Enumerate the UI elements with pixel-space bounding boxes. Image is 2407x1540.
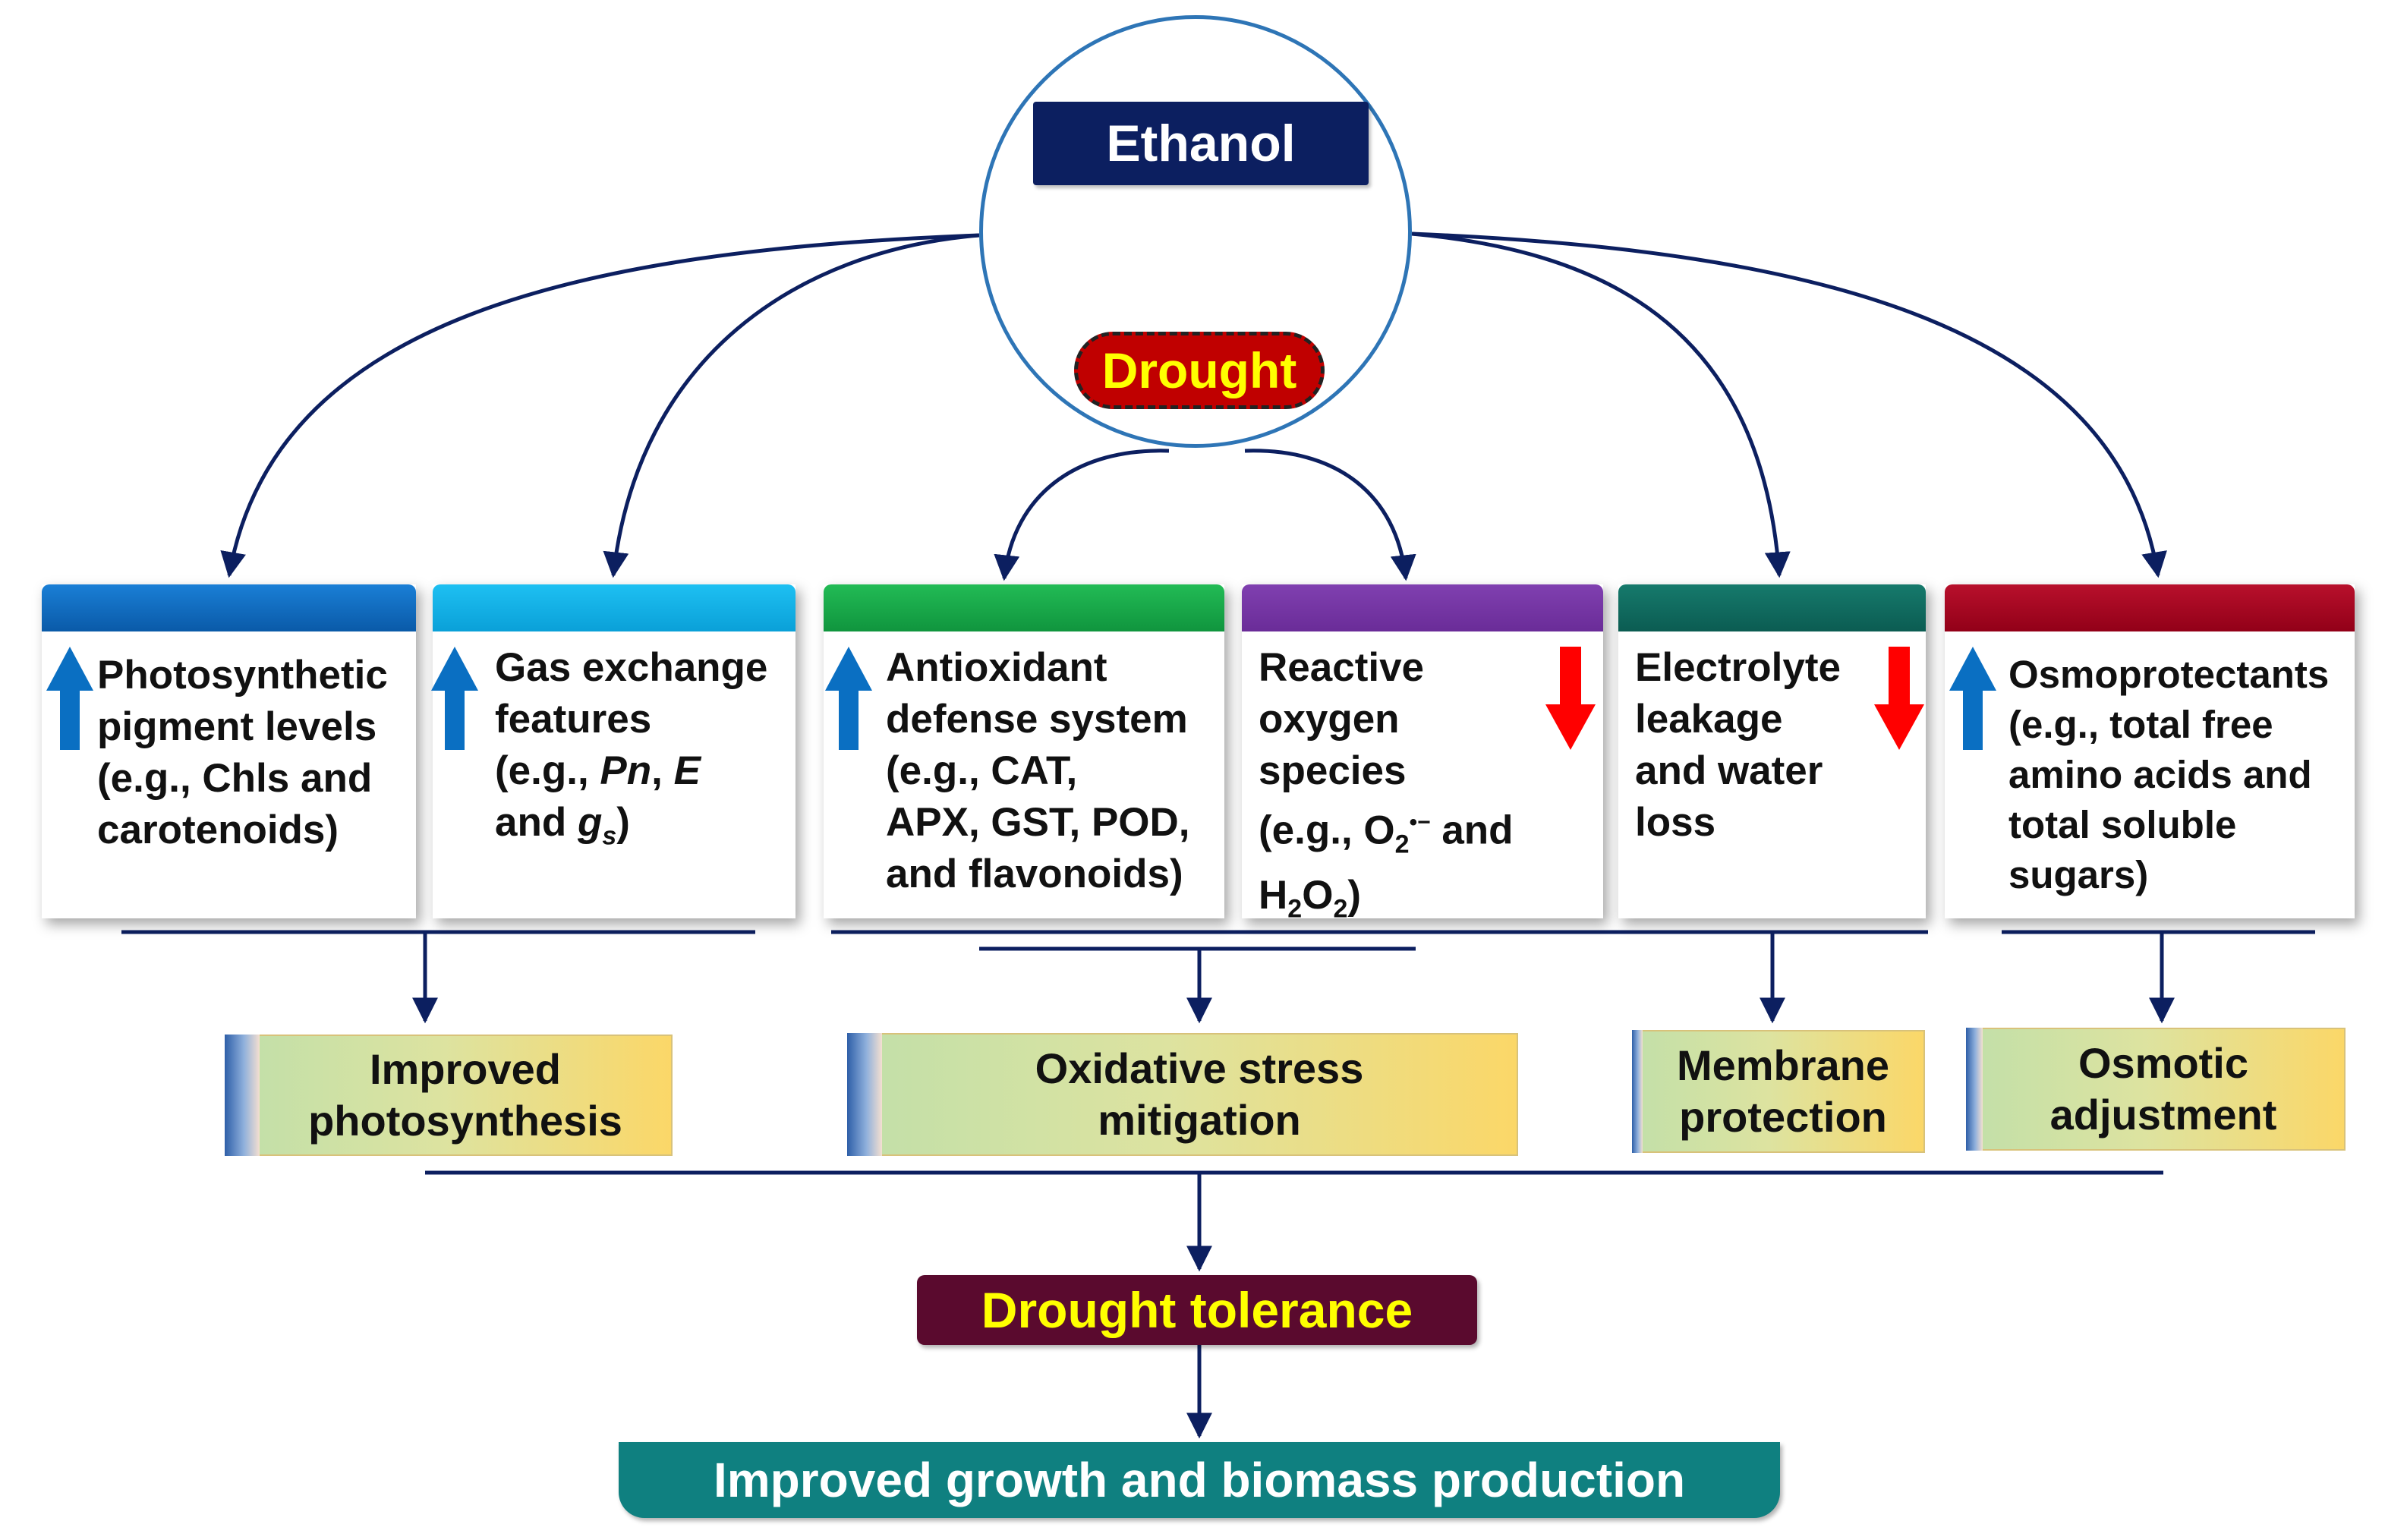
ros-subscript-2: 2 [1394,830,1410,859]
ros-subscript-2c: 2 [1333,894,1348,924]
card-gas-exchange: Gas exchange features (e.g., Pn, E and g… [431,584,796,918]
ros-subscript-2b: 2 [1287,894,1303,924]
card-ros: Reactive oxygen species (e.g., O2•− and … [1242,584,1603,924]
curve-to-pigments [220,233,980,578]
effect-edge [1632,1030,1643,1153]
card-header-bar [1618,584,1926,631]
increase-arrow-icon [431,647,478,750]
gas-close: ) [616,800,630,845]
curve-to-osmoprotectants [1411,231,2167,578]
ros-eg-prefix: (e.g., O [1259,808,1395,853]
growth-biomass-box: Improved growth and biomass production [619,1442,1780,1518]
ethanol-box: Ethanol [1033,102,1369,185]
effect-edge [1966,1028,1983,1151]
pn-symbol: Pn [600,748,652,793]
decrease-arrow-icon [1874,647,1924,750]
gas-and: and [495,800,578,845]
card-text: Gas exchange features (e.g., Pn, E and g… [495,645,768,851]
gs-symbol: gs [577,800,617,851]
decrease-arrow-icon [1545,647,1596,750]
curve-to-electrolyte [1411,231,1791,578]
effect-edge [847,1033,882,1156]
ros-and: and [1430,808,1514,853]
card-header-bar [1242,584,1603,631]
e-symbol: E [673,748,701,793]
curve-to-gas-exchange [603,233,980,578]
ros-close: ) [1347,873,1362,918]
gas-eg-prefix: (e.g., [495,748,600,793]
drought-badge: Drought [1074,332,1325,409]
curve-to-ros [1244,449,1416,581]
drought-tolerance-box: Drought tolerance [917,1275,1477,1345]
card-header-bar [1945,584,2355,631]
card-header-bar [824,584,1224,631]
ros-o: O [1302,873,1334,918]
increase-arrow-icon [825,647,872,750]
card-header-bar [42,584,416,631]
card-text: Reactive oxygen species (e.g., O2•− and … [1259,645,1514,924]
ros-h: H [1259,873,1288,918]
effect-edge [225,1035,260,1156]
increase-arrow-icon [1949,647,1996,750]
card-header-bar [433,584,796,631]
curve-to-antioxidant [994,449,1170,581]
ros-superscript: •− [1409,810,1431,835]
increase-arrow-icon [46,647,93,750]
gas-comma: , [651,748,674,793]
